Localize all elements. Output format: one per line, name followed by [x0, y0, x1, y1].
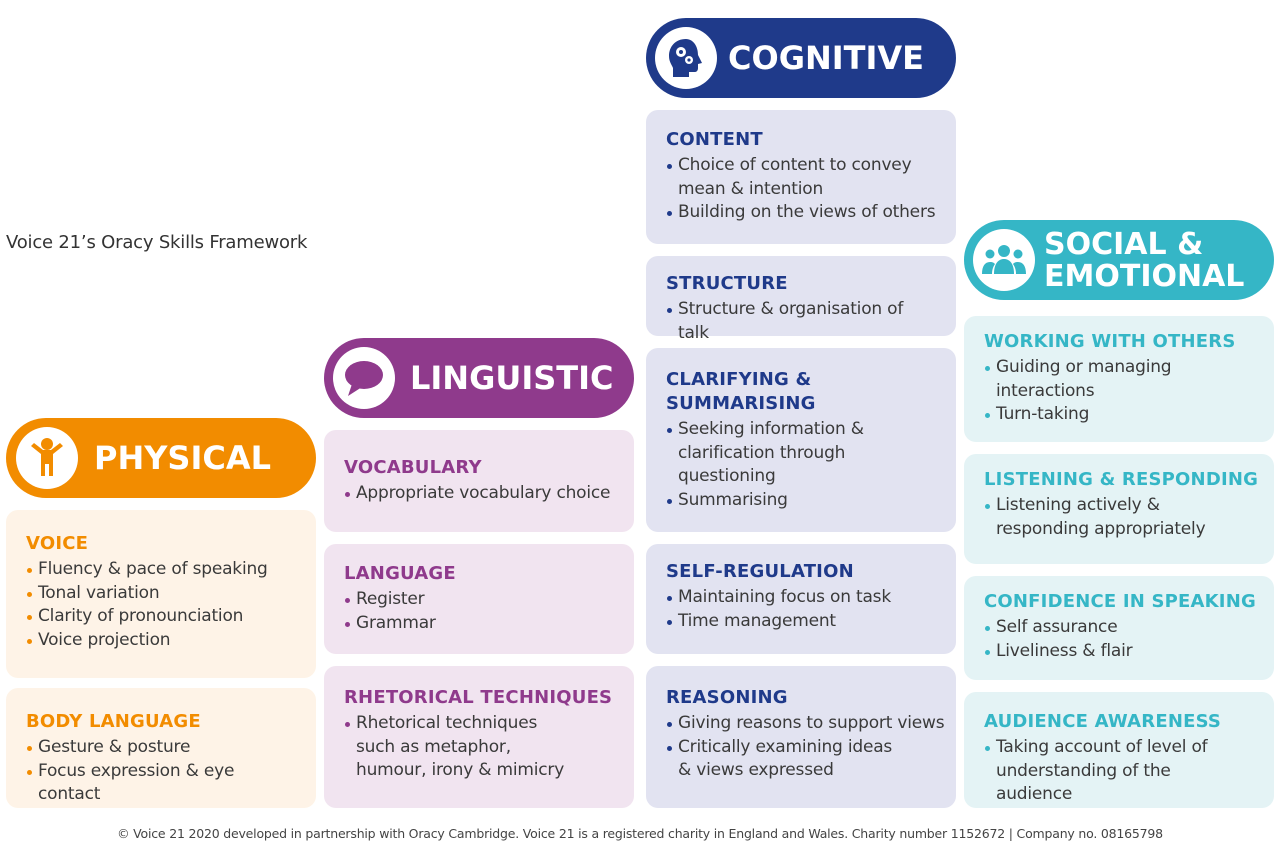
cognitive-card-clarifying: CLARIFYING & SUMMARISING Seeking informa…: [646, 348, 956, 532]
linguistic-icon-circle: [333, 347, 395, 409]
cognitive-title: COGNITIVE: [728, 39, 924, 77]
list-item: Focus expression & eye contact: [26, 760, 298, 807]
social-emotional-title-line1: SOCIAL &: [1044, 227, 1204, 262]
linguistic-title: LINGUISTIC: [410, 359, 614, 397]
list-item: Tonal variation: [26, 582, 298, 606]
linguistic-banner: LINGUISTIC: [324, 338, 634, 418]
physical-card-voice: VOICE Fluency & pace of speaking Tonal v…: [6, 510, 316, 678]
list-item: Building on the views of others: [666, 201, 938, 225]
section-heading: VOCABULARY: [344, 457, 482, 478]
cognitive-banner: COGNITIVE: [646, 18, 956, 98]
list-item: Seeking information & clarification thro…: [666, 418, 896, 489]
section-heading: LISTENING & RESPONDING: [984, 469, 1259, 490]
list-item: Summarising: [666, 489, 896, 513]
list-item: Listening actively & responding appropri…: [984, 494, 1238, 541]
cognitive-icon-circle: [655, 27, 717, 89]
linguistic-card-vocabulary: VOCABULARY Appropriate vocabulary choice: [324, 430, 634, 532]
list-item: Turn-taking: [984, 403, 1204, 427]
cognitive-card-content: CONTENT Choice of content to convey mean…: [646, 110, 956, 244]
list-item: Fluency & pace of speaking: [26, 558, 298, 582]
section-heading: BODY LANGUAGE: [26, 711, 201, 732]
list-item: Register: [344, 588, 616, 612]
list-item: Clarity of pronounciation: [26, 605, 298, 629]
social-emotional-title: SOCIAL & EMOTIONAL: [1044, 230, 1244, 292]
section-heading: LANGUAGE: [344, 563, 456, 584]
social-emotional-banner: SOCIAL & EMOTIONAL: [964, 220, 1274, 300]
cognitive-card-reasoning: REASONING Giving reasons to support view…: [646, 666, 956, 808]
list-item: Structure & organisation of talk: [666, 298, 938, 345]
section-heading: RHETORICAL TECHNIQUES: [344, 687, 613, 708]
list-item: Grammar: [344, 612, 616, 636]
list-item: Choice of content to convey mean & inten…: [666, 154, 938, 201]
linguistic-card-language: LANGUAGE Register Grammar: [324, 544, 634, 654]
section-heading: CONFIDENCE IN SPEAKING: [984, 591, 1256, 612]
head-gears-icon: [669, 39, 702, 77]
section-heading: REASONING: [666, 687, 788, 708]
list-item: Giving reasons to support views: [666, 712, 945, 736]
list-item: Liveliness & flair: [984, 640, 1256, 664]
list-item: Appropriate vocabulary choice: [344, 482, 616, 506]
list-item: Taking account of level of understanding…: [984, 736, 1260, 807]
section-heading: SELF-REGULATION: [666, 561, 854, 582]
physical-icon-circle: [16, 427, 78, 489]
section-heading: AUDIENCE AWARENESS: [984, 711, 1222, 732]
list-item: Gesture & posture: [26, 736, 298, 760]
social-card-confidence: CONFIDENCE IN SPEAKING Self assurance Li…: [964, 576, 1274, 680]
cognitive-card-structure: STRUCTURE Structure & organisation of ta…: [646, 256, 956, 343]
list-item: Critically examining ideas & views expre…: [666, 736, 942, 783]
list-item: Rhetorical techniques such as metaphor, …: [344, 712, 574, 783]
section-heading: WORKING WITH OTHERS: [984, 331, 1236, 352]
list-item: Guiding or managing interactions: [984, 356, 1204, 403]
list-item: Time management: [666, 610, 938, 634]
speech-bubble-icon: [345, 361, 383, 396]
page-title: Voice 21’s Oracy Skills Framework: [6, 232, 308, 253]
section-heading: VOICE: [26, 533, 89, 554]
list-item: Self assurance: [984, 616, 1256, 640]
list-item: Maintaining focus on task: [666, 586, 938, 610]
physical-card-body-language: BODY LANGUAGE Gesture & posture Focus ex…: [6, 688, 316, 808]
cognitive-card-self-regulation: SELF-REGULATION Maintaining focus on tas…: [646, 544, 956, 654]
social-card-working-with-others: WORKING WITH OTHERS Guiding or managing …: [964, 316, 1274, 442]
section-heading: STRUCTURE: [666, 273, 788, 294]
section-heading: CLARIFYING & SUMMARISING: [666, 369, 816, 414]
physical-title: PHYSICAL: [94, 439, 271, 477]
group-people-icon: [982, 245, 1026, 274]
linguistic-card-rhetorical: RHETORICAL TECHNIQUES Rhetorical techniq…: [324, 666, 634, 808]
social-emotional-title-line2: EMOTIONAL: [1044, 259, 1245, 294]
section-heading: CONTENT: [666, 129, 763, 150]
social-emotional-icon-circle: [973, 229, 1035, 291]
social-card-audience-awareness: AUDIENCE AWARENESS Taking account of lev…: [964, 692, 1274, 808]
social-card-listening-responding: LISTENING & RESPONDING Listening activel…: [964, 454, 1274, 564]
list-item: Voice projection: [26, 629, 298, 653]
person-arms-raised-icon: [31, 438, 63, 476]
footer-copyright: © Voice 21 2020 developed in partnership…: [117, 826, 1163, 841]
physical-banner: PHYSICAL: [6, 418, 316, 498]
